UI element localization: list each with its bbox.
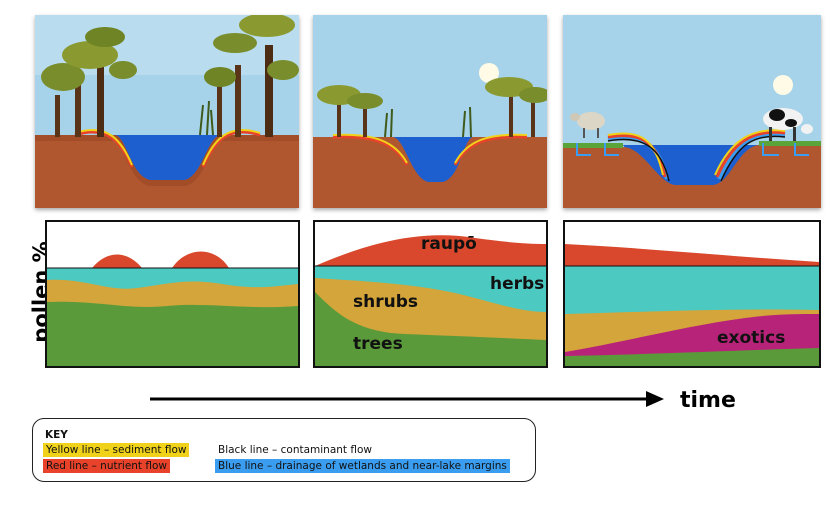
label-trees: trees <box>353 334 403 354</box>
key-item-contaminant: Black line – contaminant flow <box>218 444 372 456</box>
key-item-sediment: Yellow line – sediment flow <box>43 443 190 457</box>
key-item-nutrient: Red line – nutrient flow <box>43 459 171 473</box>
key-item-drainage: Blue line – drainage of wetlands and nea… <box>215 459 510 473</box>
x-axis-label: time <box>680 388 736 413</box>
label-raupo: raupō <box>421 234 477 254</box>
scene-panel-2 <box>313 15 547 208</box>
sheep <box>570 112 605 138</box>
scene-panel-3 <box>563 15 821 208</box>
key-title: KEY <box>45 429 68 441</box>
pollen-chart-3: exotics <box>563 220 821 368</box>
forest-left <box>41 27 137 137</box>
label-exotics: exotics <box>717 328 786 348</box>
forest-right <box>204 15 299 137</box>
scene-panel-1 <box>35 15 299 208</box>
time-arrow <box>150 391 664 407</box>
cow <box>763 108 813 141</box>
label-herbs: herbs <box>490 274 545 294</box>
key-legend: KEY Yellow line – sediment flow Red line… <box>32 418 536 482</box>
pollen-chart-1 <box>45 220 300 368</box>
label-shrubs: shrubs <box>353 292 418 312</box>
shrubs-right <box>485 77 547 137</box>
shrubs-left <box>317 85 383 137</box>
pollen-chart-2: raupō herbs shrubs trees <box>313 220 548 368</box>
